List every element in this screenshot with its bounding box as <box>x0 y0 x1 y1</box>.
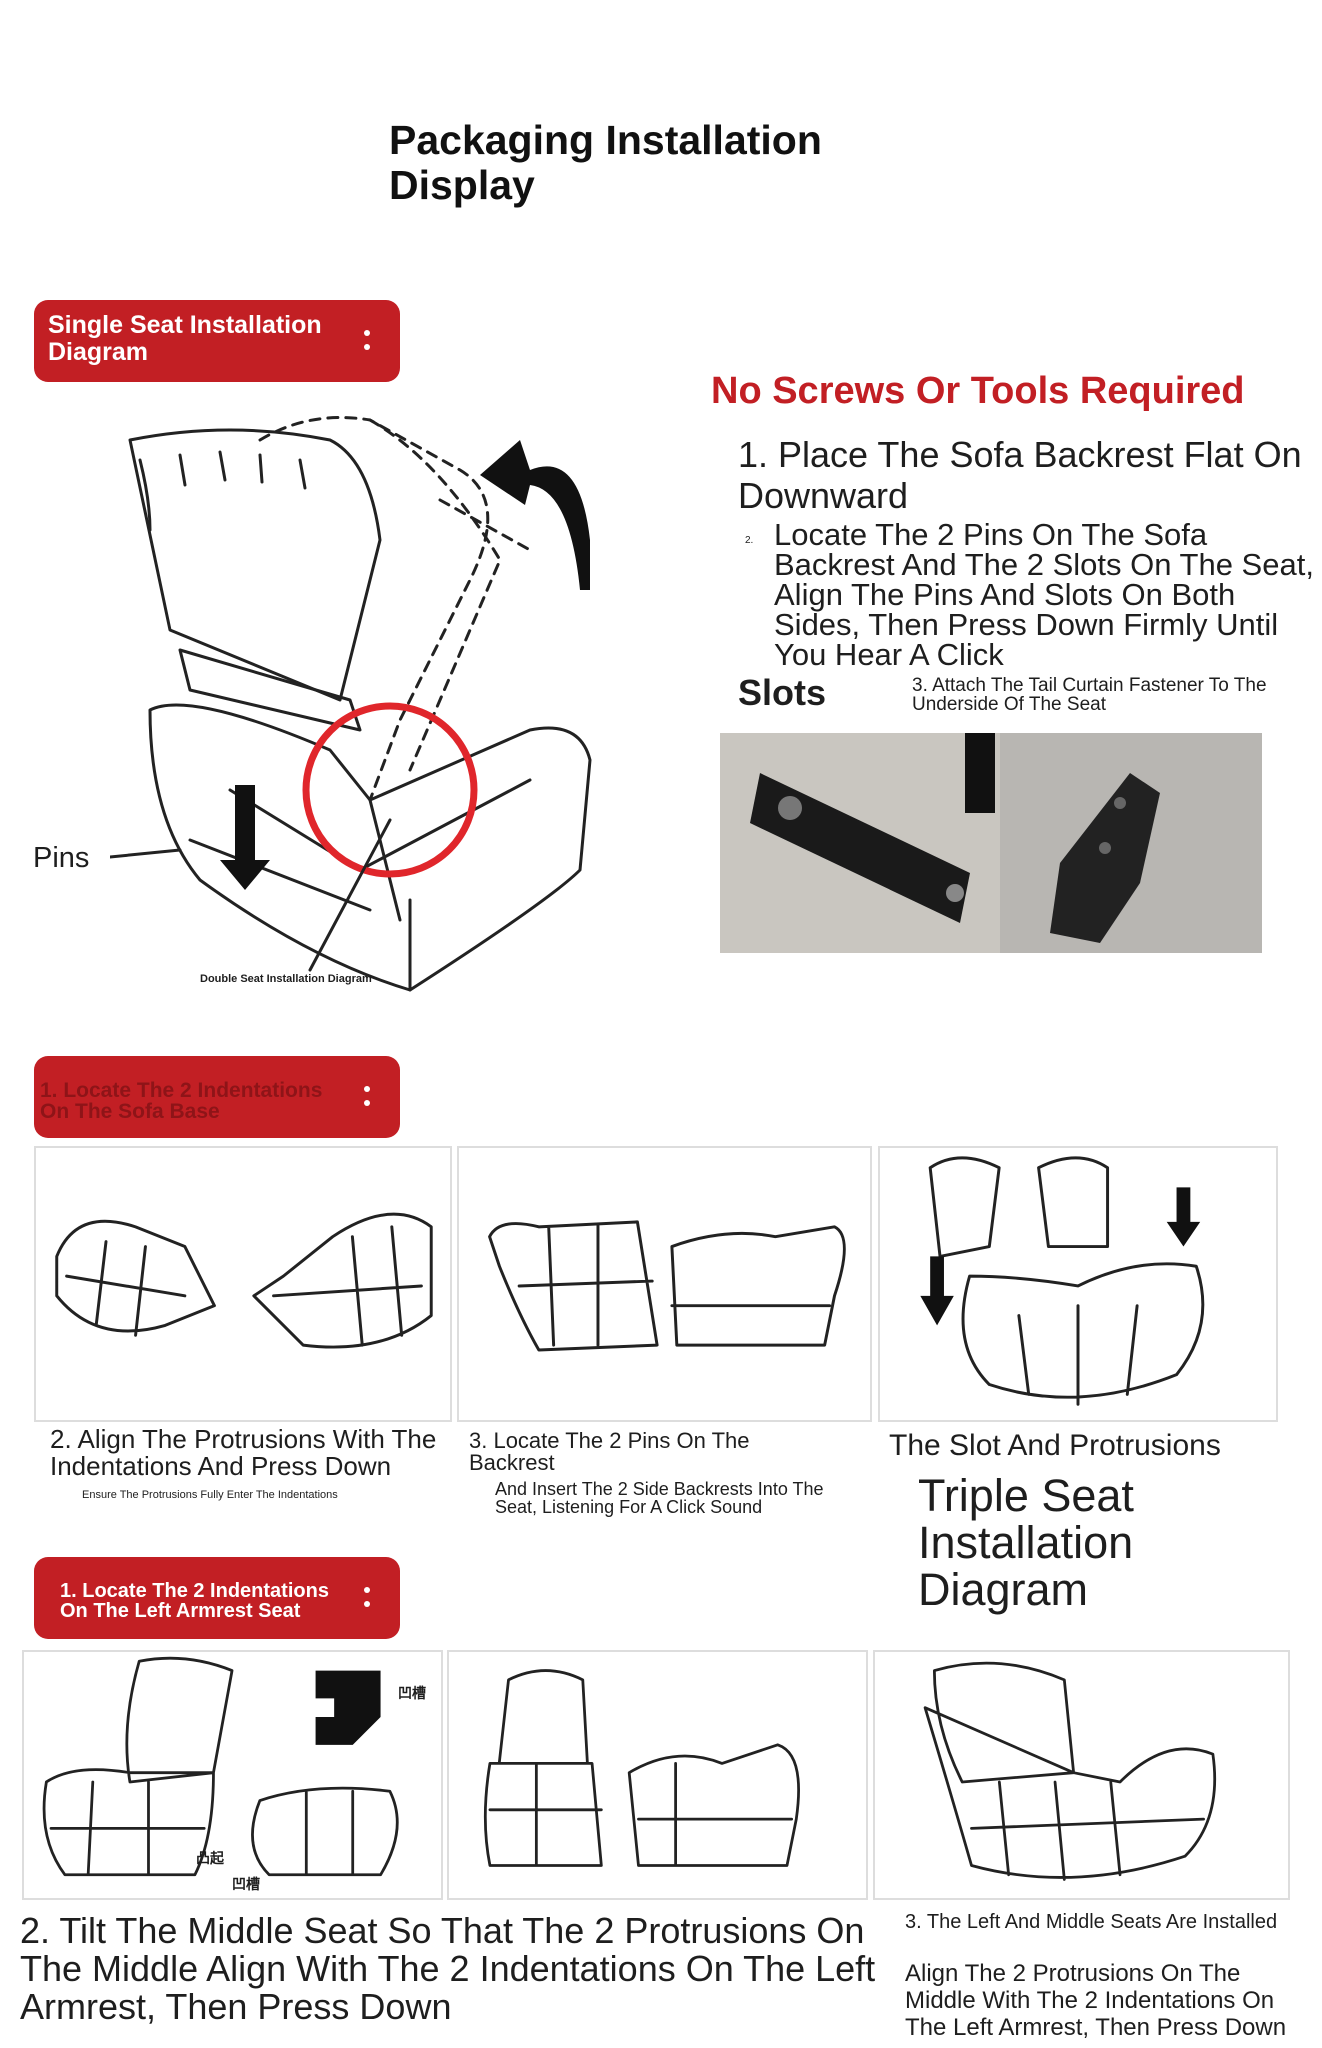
bump-label: 凸起 <box>196 1850 224 1866</box>
double-seat-caption: Double Seat Installation Diagram <box>200 973 372 985</box>
slot-protrusions-caption: The Slot And Protrusions <box>889 1429 1221 1462</box>
slots-label: Slots <box>738 672 827 713</box>
page-title: Packaging Installation Display <box>389 117 822 208</box>
panel-middle-tilt <box>447 1650 868 1900</box>
groove-label-2: 凹槽 <box>232 1876 260 1892</box>
triple-step2-overlay: Align The 2 Protrusions On The Middle Wi… <box>905 1960 1287 2041</box>
triple-step2-text: 2. Tilt The Middle Seat So That The 2 Pr… <box>20 1910 876 2027</box>
double-step2-note: Ensure The Protrusions Fully Enter The I… <box>82 1489 338 1501</box>
pins-label: Pins <box>33 842 90 874</box>
single-seat-diagram <box>78 400 710 1000</box>
triple-step3-text: 3. The Left And Middle Seats Are Install… <box>905 1911 1278 1933</box>
triple-seat-badge: 1. Locate The 2 Indentations On The Left… <box>34 1557 400 1639</box>
panel-left-armrest <box>22 1650 443 1900</box>
panel-slot-protrusions <box>878 1146 1278 1422</box>
step2-number: 2. <box>745 535 754 546</box>
groove-label: 凹槽 <box>398 1685 426 1701</box>
step3-text: 3. Attach The Tail Curtain Fastener To T… <box>912 675 1267 715</box>
slots-photo <box>720 733 1262 953</box>
colon-icon <box>364 1587 370 1615</box>
badge-label: Single Seat Installation Diagram <box>48 311 322 366</box>
badge-label: 1. Locate The 2 Indentations On The Sofa… <box>40 1079 323 1123</box>
triple-seat-heading: Triple Seat Installation Diagram <box>918 1470 1134 1615</box>
badge-label: 1. Locate The 2 Indentations On The Left… <box>60 1580 329 1622</box>
step1-text: 1. Place The Sofa Backrest Flat On Downw… <box>738 434 1302 516</box>
panel-indentations <box>34 1146 452 1422</box>
step2-text: Locate The 2 Pins On The Sofa Backrest A… <box>774 517 1314 672</box>
panel-protrusions <box>457 1146 872 1422</box>
colon-icon <box>364 1086 370 1114</box>
no-tools-heading: No Screws Or Tools Required <box>711 370 1245 412</box>
single-seat-badge: Single Seat Installation Diagram <box>34 300 400 382</box>
double-step2-text: 2. Align The Protrusions With The Indent… <box>50 1424 437 1482</box>
double-step3-text: 3. Locate The 2 Pins On The Backrest <box>469 1428 750 1475</box>
panel-installed <box>873 1650 1290 1900</box>
double-seat-badge: 1. Locate The 2 Indentations On The Sofa… <box>34 1056 400 1138</box>
colon-icon <box>364 330 370 358</box>
double-step3-note: And Insert The 2 Side Backrests Into The… <box>495 1479 824 1517</box>
